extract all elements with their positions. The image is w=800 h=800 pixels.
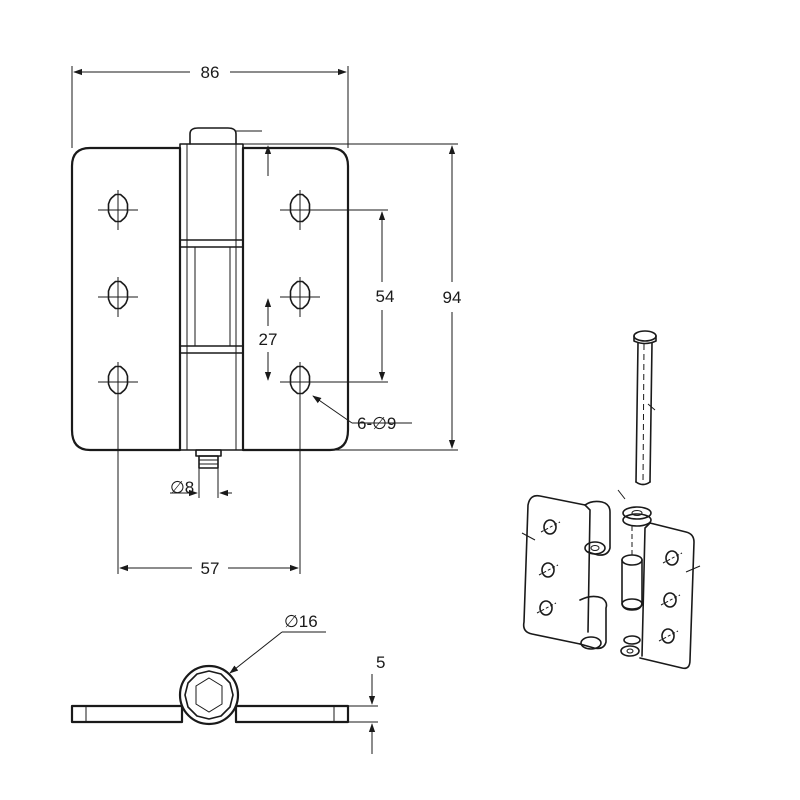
leaf-plate-left <box>70 704 184 724</box>
hole <box>98 362 138 402</box>
right-leaf <box>241 146 350 452</box>
iso-left-leaf <box>521 494 611 650</box>
leaf-plate-right <box>234 704 350 724</box>
hole <box>98 277 138 317</box>
dim-54-label: 54 <box>376 287 395 306</box>
dim-width-label: 86 <box>201 63 220 82</box>
dim-thickness-label: 5 <box>376 653 385 672</box>
dim-hole-spacing-horizontal: 57 <box>117 402 301 578</box>
dim-27-label: 27 <box>259 330 278 349</box>
dim-pin-head-ref <box>236 130 272 176</box>
bottom-view: ∅16 5 <box>70 612 385 754</box>
dim-hole-spacing-vertical: 54 <box>320 209 395 383</box>
dim-hole-spacing-half: 27 <box>259 298 278 381</box>
exploded-view <box>521 330 701 670</box>
hole <box>280 362 320 402</box>
dim-knuckle-diameter: ∅16 <box>229 612 326 674</box>
knuckle-circle <box>178 664 240 726</box>
dim-57-label: 57 <box>201 559 220 578</box>
dim-pin-label: ∅8 <box>170 478 194 497</box>
pin-head <box>189 127 237 145</box>
knuckle-barrel <box>179 143 244 451</box>
dim-hole-label: 6-∅9 <box>357 414 396 433</box>
dim-pin-diameter: ∅8 <box>170 468 232 498</box>
dim-knuckle-label: ∅16 <box>284 612 318 631</box>
pin <box>633 330 657 486</box>
left-leaf <box>70 146 182 452</box>
hole <box>280 190 320 230</box>
dim-height: 94 <box>243 143 462 451</box>
iso-right-leaf <box>620 522 701 670</box>
dim-leaf-thickness: 5 <box>348 653 385 754</box>
washer <box>622 506 652 527</box>
dim-width: 86 <box>71 63 349 148</box>
dim-hole-callout: 6-∅9 <box>312 395 412 433</box>
hole <box>280 277 320 317</box>
hole <box>98 190 138 230</box>
pin-tail <box>195 449 222 469</box>
front-view: 86 94 54 27 <box>70 63 462 578</box>
dim-height-label: 94 <box>443 288 462 307</box>
mounting-holes <box>98 190 320 402</box>
